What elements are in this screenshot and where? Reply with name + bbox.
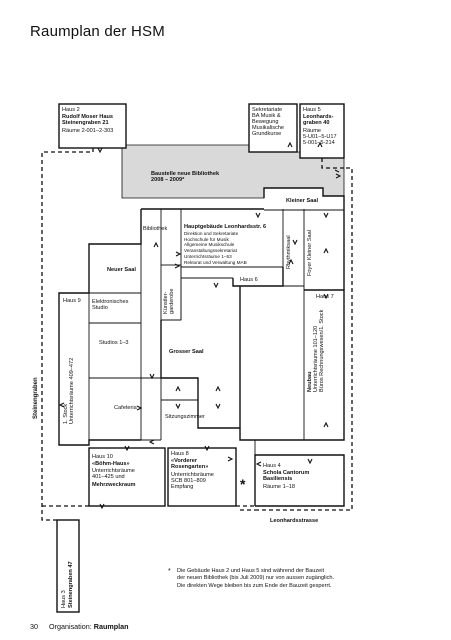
footnote: * Die Gebäude Haus 2 und Haus 5 sind wäh…: [168, 568, 427, 590]
kuenstlergarderobe-label: Künstler- garderobe: [163, 288, 176, 314]
footnote-star: *: [168, 568, 171, 575]
sekretariate-label: Sekretariate BA Musik & Bewegung Musikal…: [252, 107, 285, 138]
page-title: Raumplan der HSM: [30, 23, 165, 40]
baustelle-label: Baustelle neue Bibliothek 2008 – 2009*: [151, 171, 220, 184]
page-number: 30: [30, 622, 38, 631]
cafeteria-label: Cafeteria: [114, 405, 137, 411]
haus2-title: Haus 2: [62, 107, 80, 113]
haus8-rooms: Unterrichtsräume SCB 801–809 Empfang: [171, 472, 214, 491]
neubau-outline: [239, 289, 345, 441]
footer-section: Organisation: Raumplan: [49, 622, 129, 631]
path-steinengraben: [41, 148, 94, 521]
path-haus5-side: [321, 158, 344, 169]
leonhardsstrasse-label: Leonhardsstrasse: [270, 518, 319, 524]
path-haus4-bottom: [255, 167, 353, 511]
haus6-label: Haus 6: [240, 277, 258, 283]
haus3-title: Haus 3: [61, 590, 67, 608]
footer-section-label: Organisation:: [49, 622, 92, 631]
haus8-building: [167, 447, 237, 507]
rhythmiksaal-label: Rhythmiksaal: [286, 235, 292, 269]
foyer-label: Foyer Kleiner Saal: [307, 229, 313, 276]
haus5-rooms: Räume 5-U01–5-U17 5-001–5-214: [303, 128, 337, 147]
construction-star: *: [240, 476, 246, 492]
grosser-saal-outline: [160, 286, 241, 429]
haus10-rooms: Unterrichtsräume 401–425 und: [92, 468, 135, 481]
sitzungszimmer-label: Sitzungszimmer: [165, 414, 205, 420]
studios-label: Studios 1–3: [99, 340, 129, 346]
haus10-extra: Mehrzweckraum: [92, 482, 136, 488]
haus5-name: Leonhards- graben 40: [303, 114, 334, 127]
haus3-building: [56, 519, 80, 613]
hauptgebaeude-info: Direktion und Sekretariate Hochschule fü…: [184, 231, 247, 265]
stock-label: 1. Stock Unterrichtsräume 409–472: [63, 357, 76, 424]
neuer-saal-label: Neuer Saal: [107, 267, 136, 273]
haus5-title: Haus 5: [303, 107, 321, 113]
haus7-label: Haus 7: [316, 294, 334, 300]
footer-section-bold: Raumplan: [93, 622, 129, 631]
haus5-building: [299, 103, 345, 159]
hauptgebaeude-name: Hauptgebäude Leonhardsstr. 6: [184, 224, 267, 230]
haus2-rooms: Räume 2-001–2-303: [62, 128, 114, 134]
haus2-name: Rudolf Moser Haus Steinengraben 21: [62, 114, 113, 127]
bibliothek-label: Bibliothek: [143, 226, 168, 232]
steinengraben-label: Steinengraben: [33, 377, 39, 419]
footnote-text: Die Gebäude Haus 2 und Haus 5 sind währe…: [177, 568, 335, 589]
kleiner-saal-outline: [263, 187, 345, 290]
haus10-title: Haus 10: [92, 454, 113, 460]
haus3-name: Steinengraben 47: [68, 561, 74, 608]
haus8-title: Haus 8: [171, 451, 189, 457]
haus10-name: «Böhm-Haus»: [92, 461, 130, 467]
haus10-building: [88, 447, 166, 507]
haus4-title: Haus 4: [263, 463, 281, 469]
haus4-name: Schola Cantorum Basiliensis: [263, 470, 310, 483]
haus9-label: Haus 9: [63, 298, 81, 304]
neubau-info: Unterrichtsräume 101–120 Büros Rechnungs…: [313, 309, 326, 392]
grosser-saal-label: Grosser Saal: [169, 349, 204, 355]
haus4-rooms: Räume 1–18: [263, 484, 296, 490]
haus2-building: [58, 103, 127, 149]
haus4-building: [254, 454, 345, 507]
elektronisches-studio-label: Elektronisches Studio: [92, 299, 129, 312]
haus8-name: «Vorderer Rosengarten»: [171, 458, 209, 471]
kleiner-saal-label: Kleiner Saal: [286, 198, 319, 204]
